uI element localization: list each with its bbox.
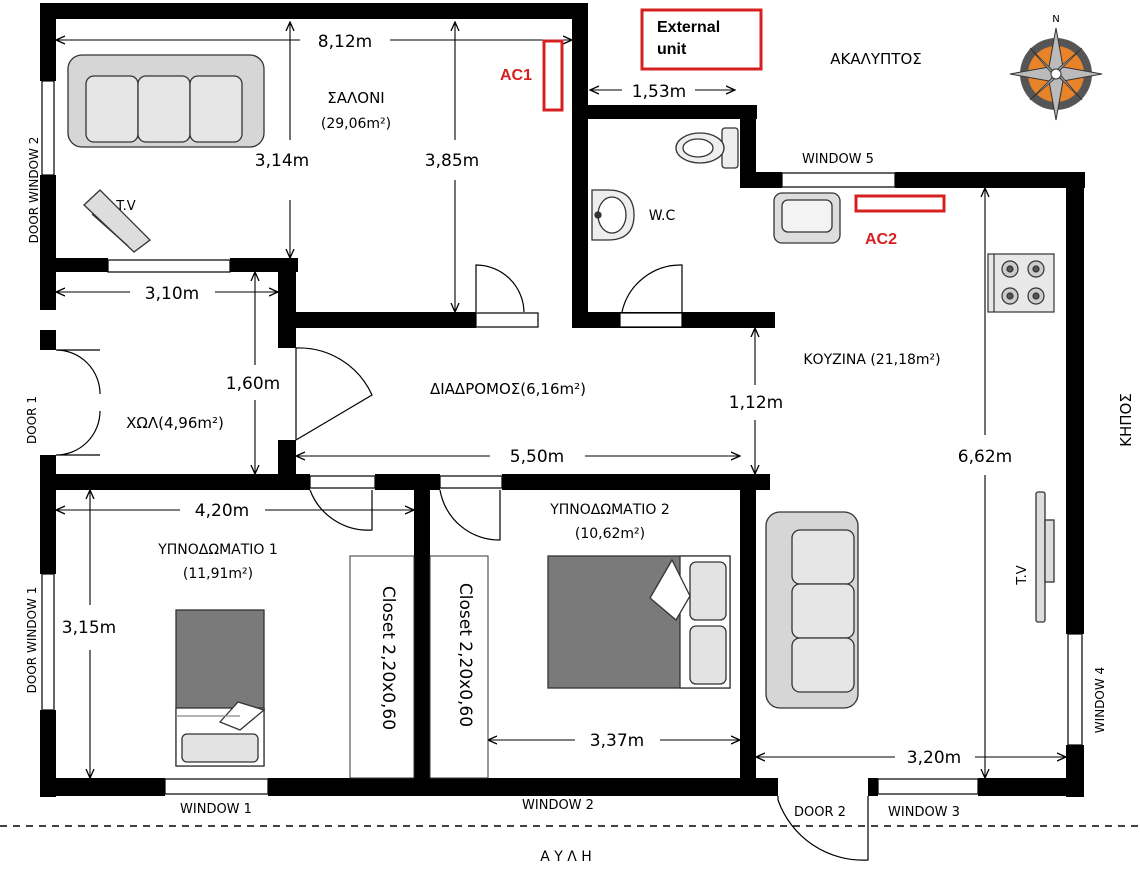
dim-3-10: 3,10m (145, 284, 199, 304)
label-avli: Α Υ Λ Η (540, 849, 592, 865)
label-ac2: AC2 (865, 231, 897, 248)
room-name-kouzina: ΚΟΥΖΙΝΑ (21,18m²) (803, 352, 940, 368)
label-door-window-2: DOOR WINDOW 2 (27, 137, 41, 244)
room-area-ypnodomatio1: (11,91m²) (183, 566, 253, 582)
label-north: N (1052, 14, 1059, 25)
dimension-lines (56, 22, 1066, 778)
label-window-4: WINDOW 4 (1093, 667, 1107, 733)
dim-5-50: 5,50m (510, 447, 564, 467)
closet-1 (349, 555, 415, 779)
door-swings (55, 264, 869, 861)
toilet-icon (675, 127, 739, 169)
room-name-hol: ΧΩΛ(4,96m²) (126, 414, 224, 432)
room-name-ypnodomatio2: ΥΠΝΟΔΩΜΑΤΙΟ 2 (549, 502, 670, 518)
compass-icon (1009, 27, 1103, 121)
closet-2 (429, 555, 489, 779)
label-window-5: WINDOW 5 (802, 152, 874, 167)
sofa-icon (765, 511, 859, 709)
double-bed-icon (547, 555, 731, 689)
dim-6-62: 6,62m (958, 447, 1012, 467)
window-frames (41, 80, 1083, 795)
dim-3-15: 3,15m (62, 618, 116, 638)
room-name-ypnodomatio1: ΥΠΝΟΔΩΜΑΤΙΟ 1 (157, 542, 278, 558)
dim-3-37: 3,37m (590, 731, 644, 751)
stove-icon (987, 253, 1055, 313)
sofa-icon (67, 54, 265, 148)
kitchen-sink-icon (773, 192, 841, 244)
room-area-ypnodomatio2: (10,62m²) (575, 526, 645, 542)
ac2-unit (854, 194, 946, 213)
label-external-unit-1: External (657, 19, 720, 36)
room-name-saloni: ΣΑΛΟΝΙ (327, 89, 384, 107)
dim-3-14: 3,14m (255, 151, 309, 171)
tv-icon (1035, 491, 1055, 623)
washbasin-icon (591, 189, 635, 241)
dim-3-20: 3,20m (907, 748, 961, 768)
dim-8-12: 8,12m (318, 32, 372, 52)
dim-1-12: 1,12m (729, 393, 783, 413)
label-tv-kitchen: T.V (1015, 565, 1030, 586)
label-door-window-1: DOOR WINDOW 1 (25, 587, 39, 694)
label-kipos: ΚΗΠΟΣ (1117, 393, 1135, 447)
label-window-3: WINDOW 3 (888, 805, 960, 820)
label-external-unit-2: unit (657, 41, 687, 58)
ac1-unit (542, 39, 564, 112)
walls (40, 3, 1085, 797)
labels: ΣΑΛΟΝΙ (29,06m²) W.C ΚΟΥΖΙΝΑ (21,18m²) Δ… (25, 14, 1135, 865)
single-bed-icon (175, 609, 266, 767)
label-window-1: WINDOW 1 (180, 802, 252, 817)
label-door-1: DOOR 1 (25, 396, 39, 444)
room-name-diadromos: ΔΙΑΔΡΟΜΟΣ(6,16m²) (430, 380, 586, 398)
dim-1-60: 1,60m (226, 374, 280, 394)
tv-icon (83, 189, 151, 253)
label-closet-1: Closet 2,20x0,60 (378, 586, 398, 730)
label-closet-2: Closet 2,20x0,60 (455, 583, 475, 727)
room-name-wc: W.C (649, 208, 676, 224)
dim-4-20: 4,20m (195, 501, 249, 521)
label-akalyptos: ΑΚΑΛΥΠΤΟΣ (830, 50, 922, 68)
label-tv-living: T.V (115, 199, 136, 214)
label-door-2: DOOR 2 (794, 805, 846, 820)
dim-3-85: 3,85m (425, 151, 479, 171)
room-area-saloni: (29,06m²) (321, 116, 391, 132)
label-window-2: WINDOW 2 (522, 798, 594, 813)
dim-1-53: 1,53m (632, 82, 686, 102)
label-ac1: AC1 (500, 67, 532, 84)
external-unit-box (640, 8, 763, 71)
